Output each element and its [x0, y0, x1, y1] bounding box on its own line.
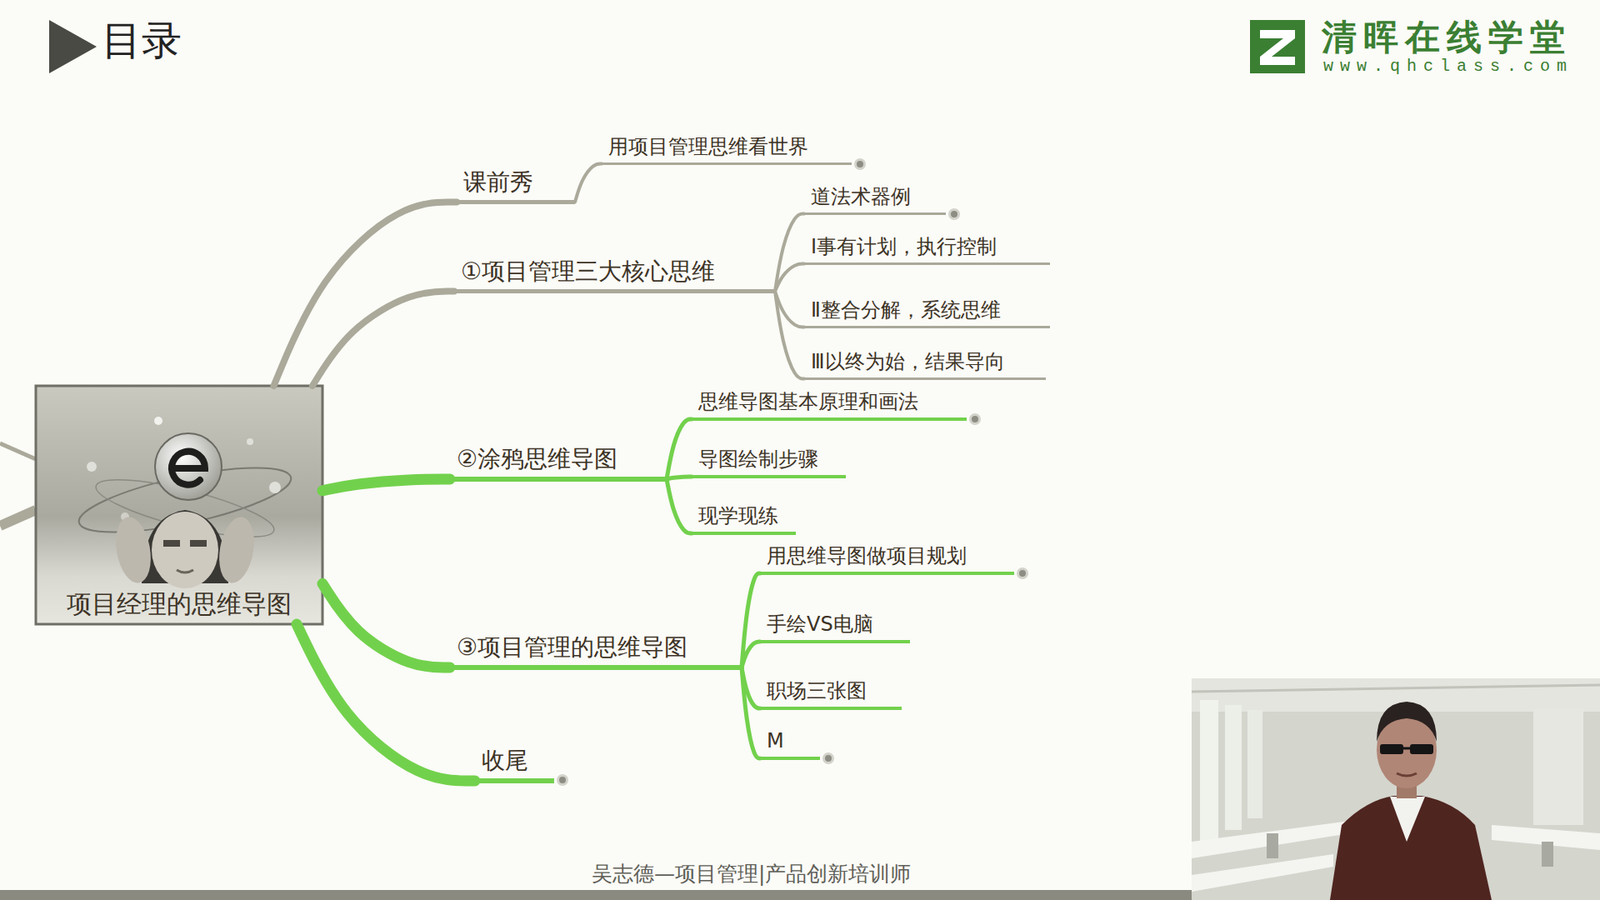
- branch-line: [775, 291, 805, 380]
- slide-title: 目录: [101, 16, 182, 65]
- offscreen-branch: [0, 510, 36, 526]
- offscreen-branch: [0, 443, 36, 460]
- topic-text: 用思维导图做项目规划: [766, 543, 967, 569]
- central-topic: 项目经理的思维导图: [35, 385, 323, 625]
- topic-branch: 思维导图基本原理和画法: [691, 386, 967, 421]
- topic-text: ③项目管理的思维导图: [456, 632, 688, 662]
- bottom-strip: [0, 890, 1192, 900]
- topic-branch: 手绘VS电脑: [760, 609, 910, 644]
- branch-line: [741, 641, 760, 668]
- topic-text: 职场三张图: [766, 678, 867, 704]
- topic-branch: 用思维导图做项目规划: [760, 540, 1015, 575]
- topic-branch: M: [760, 725, 820, 760]
- branch-line: [666, 419, 692, 480]
- title-triangle: [49, 20, 97, 74]
- branch-line: [741, 667, 760, 759]
- topic-text: Ⅱ整合分解，系统思维: [810, 297, 1001, 323]
- branch-line: [741, 573, 760, 668]
- topic-text: 用项目管理思维看世界: [608, 134, 809, 160]
- topic-branch: ①项目管理三大核心思维: [454, 254, 775, 294]
- topic-branch: Ⅲ以终为始，结果导向: [804, 346, 1046, 380]
- topic-branch: Ⅰ事有计划，执行控制: [804, 231, 1050, 265]
- branch-line: [322, 479, 450, 491]
- topic-branch: Ⅱ整合分解，系统思维: [804, 295, 1050, 329]
- branch-line: [296, 624, 475, 781]
- presenter-video: [1191, 678, 1600, 900]
- logo-icon: [1250, 20, 1305, 74]
- branch-line: [274, 202, 457, 387]
- topic-text: 现学现练: [698, 503, 779, 529]
- topic-branch: 用项目管理思维看世界: [601, 131, 852, 165]
- presenter-caption: 吴志德—项目管理|产品创新培训师: [591, 861, 911, 887]
- branch-line: [575, 164, 602, 203]
- topic-text: Ⅲ以终为始，结果导向: [810, 349, 1005, 375]
- topic-branch: ③项目管理的思维导图: [450, 630, 742, 670]
- central-illustration: [35, 385, 323, 625]
- topic-text: 课前秀: [463, 167, 534, 197]
- branch-line: [322, 583, 450, 668]
- topic-branch: 道法术器例: [804, 181, 946, 215]
- topic-branch: 导图绘制步骤: [691, 444, 846, 479]
- branch-line: [666, 479, 692, 534]
- topic-text: 手绘VS电脑: [766, 611, 874, 637]
- branch-line: [312, 291, 455, 387]
- topic-text: M: [766, 728, 785, 754]
- topic-text: 导图绘制步骤: [698, 446, 819, 472]
- branch-line: [666, 476, 692, 480]
- branch-line: [775, 264, 805, 292]
- branch-line: [775, 214, 805, 292]
- topic-branch: ②涂鸦思维导图: [450, 441, 667, 482]
- central-topic-text: 项目经理的思维导图: [66, 588, 292, 620]
- topic-branch: 职场三张图: [760, 675, 902, 710]
- topic-text: 收尾: [481, 745, 529, 775]
- topic-branch: 现学现练: [691, 500, 796, 535]
- topic-branch: 课前秀: [456, 165, 575, 205]
- topic-text: ①项目管理三大核心思维: [460, 256, 715, 286]
- logo-text: 清晖在线学堂: [1321, 16, 1572, 59]
- topic-text: ②涂鸦思维导图: [456, 444, 618, 474]
- logo-url: www.qhclass.com: [1323, 56, 1574, 77]
- topic-text: 道法术器例: [810, 184, 911, 210]
- topic-text: 思维导图基本原理和画法: [698, 389, 919, 415]
- topic-text: Ⅰ事有计划，执行控制: [810, 234, 997, 260]
- topic-branch: 收尾: [475, 743, 555, 784]
